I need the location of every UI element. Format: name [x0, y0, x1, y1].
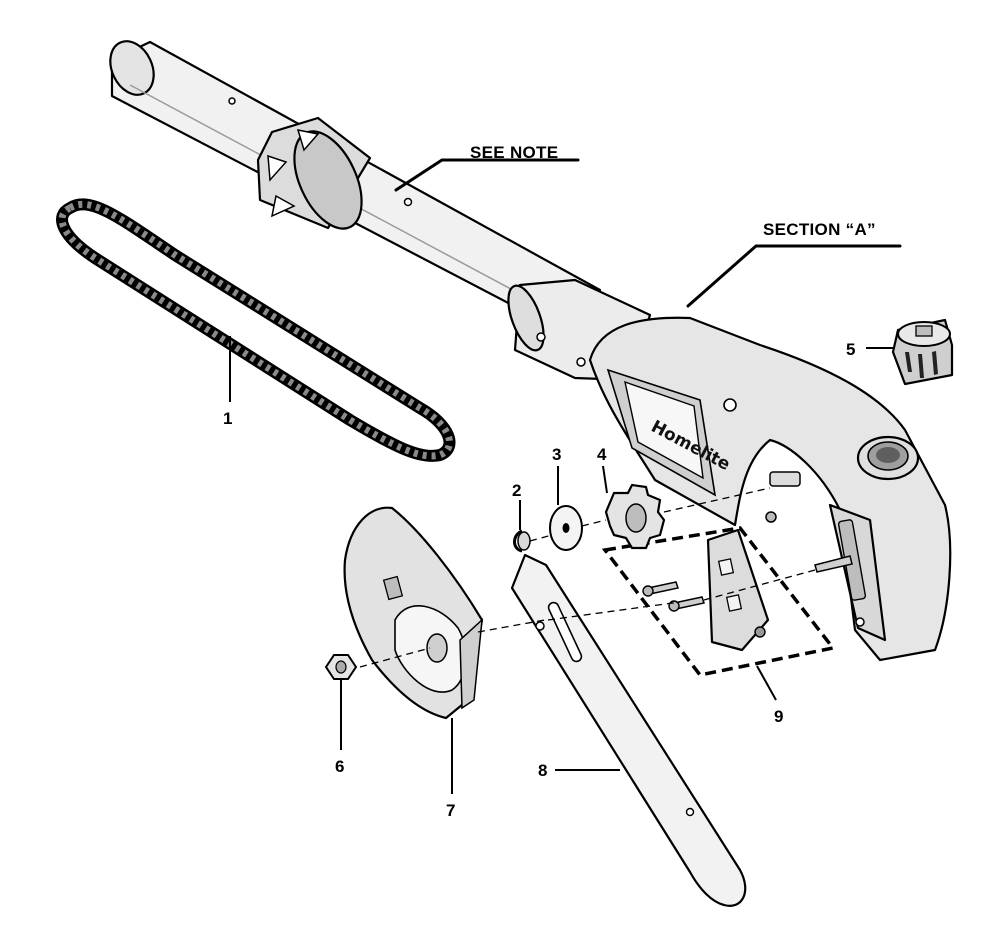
section-a-callout: SECTION “A”	[763, 220, 876, 239]
chain-tensioner-assembly	[601, 526, 853, 677]
nut	[324, 654, 358, 680]
motor-housing: Homelite	[588, 316, 952, 662]
oil-cap	[891, 318, 954, 386]
part-number-7: 7	[446, 801, 455, 820]
leader-lines	[229, 158, 902, 794]
locking-collar	[256, 116, 372, 230]
part-number-1: 1	[223, 409, 232, 428]
sprocket	[604, 483, 666, 550]
guide-bar	[510, 553, 747, 907]
see-note-callout: SEE NOTE	[470, 143, 558, 162]
oil-filler-neck	[856, 435, 920, 481]
part-number-4: 4	[597, 445, 607, 464]
retaining-clip	[513, 529, 531, 553]
part-number-5: 5	[846, 340, 855, 359]
part-number-6: 6	[335, 757, 344, 776]
alignment-lines	[359, 487, 816, 668]
sprocket-cover	[343, 506, 484, 720]
washer	[549, 505, 583, 551]
part-number-3: 3	[552, 445, 561, 464]
part-number-labels: 1 2 3 4 5 6 7 8 9	[223, 340, 855, 820]
part-number-8: 8	[538, 761, 547, 780]
part-number-9: 9	[774, 707, 783, 726]
saw-chain	[56, 198, 456, 462]
part-number-2: 2	[512, 481, 521, 500]
